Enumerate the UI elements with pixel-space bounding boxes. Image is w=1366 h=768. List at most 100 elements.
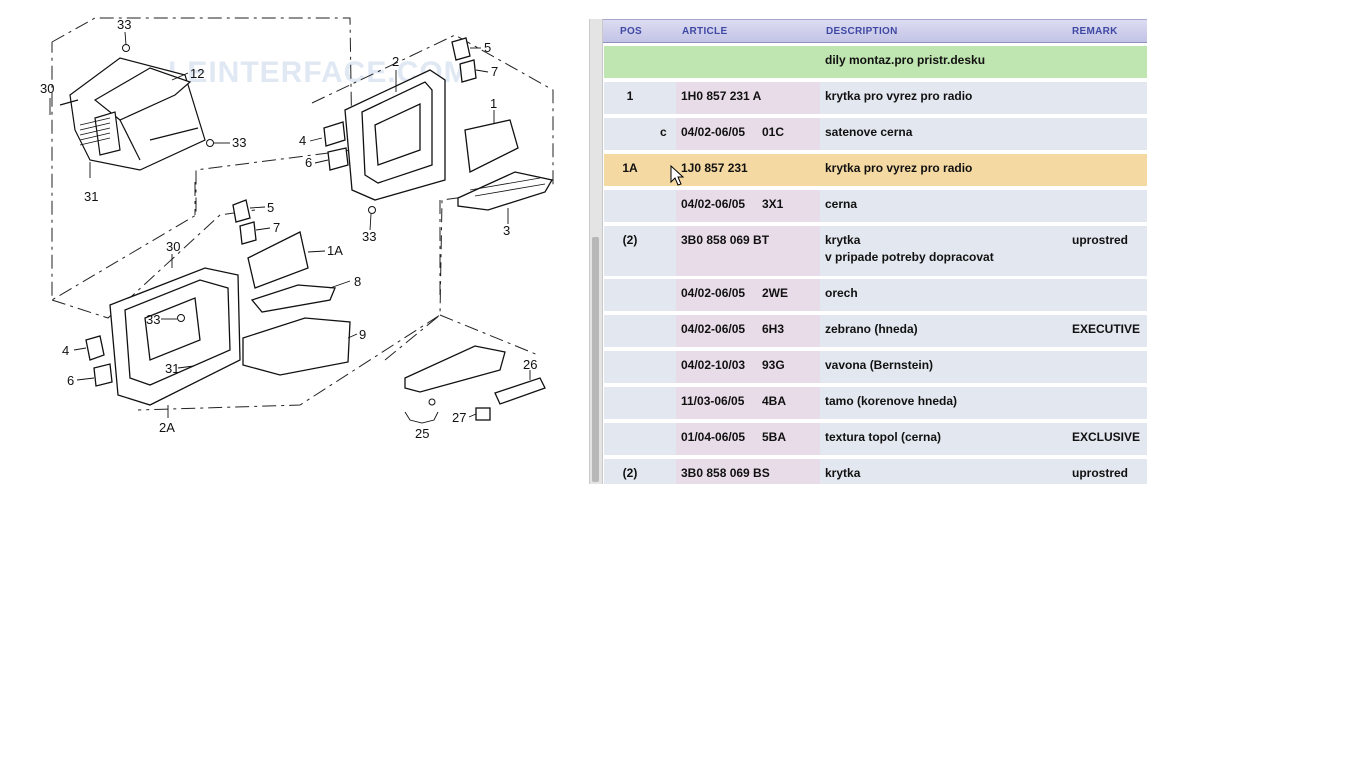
part-label: 5	[267, 200, 274, 215]
row-article: 11/03-06/05	[681, 394, 745, 408]
row-article: 1H0 857 231 A	[681, 89, 762, 103]
row-article: 3B0 858 069 BS	[681, 466, 770, 480]
row-article: 04/02-06/05	[681, 286, 746, 300]
row-code: 5BA	[762, 430, 787, 444]
part-label: 8	[354, 274, 361, 289]
table-row[interactable]: 04/02-06/05 2WE orech	[604, 279, 1147, 311]
part-label: 4	[299, 133, 306, 148]
row-description: cerna	[825, 197, 858, 211]
table-row[interactable]: 04/02-10/03 93G vavona (Bernstein)	[604, 351, 1147, 383]
article-column-bg	[676, 387, 820, 419]
part-label: 31	[165, 361, 179, 376]
table-scrollbar[interactable]	[589, 19, 603, 484]
row-description: orech	[825, 286, 858, 300]
part-label: 33	[146, 312, 160, 327]
part-label: 3	[503, 223, 510, 238]
table-section-row[interactable]: dily montaz.pro pristr.desku	[604, 46, 1147, 78]
table-row[interactable]: 01/04-06/05 5BA textura topol (cerna) EXCLU…	[604, 423, 1147, 455]
row-description: krytka pro vyrez pro radio	[825, 89, 973, 103]
part-label: 4	[62, 343, 69, 358]
row-code: 01C	[762, 125, 785, 139]
part-label: 9	[359, 327, 366, 342]
article-column-bg	[676, 82, 820, 114]
row-remark: EXECUTIVE	[1072, 322, 1141, 336]
row-article: 04/02-06/05	[681, 197, 746, 211]
row-remark: uprostred	[1072, 466, 1129, 480]
row-article: 04/02-10/03	[681, 358, 746, 372]
part-label: 27	[452, 410, 466, 425]
part-label: 7	[491, 64, 498, 79]
row-variant: c	[660, 125, 667, 139]
row-code: 2WE	[762, 286, 789, 300]
scrollbar-thumb[interactable]	[592, 237, 599, 482]
row-pos: 1	[626, 89, 634, 103]
part-label: 1A	[327, 243, 343, 258]
table-row[interactable]: (2) 3B0 858 069 BS krytka uprostred	[604, 459, 1147, 484]
parts-table: POS ARTICLE DESCRIPTION REMARK dily mont…	[603, 19, 1147, 484]
part-label: 25	[415, 426, 429, 441]
row-description-extra: v pripade potreby dopracovat	[825, 250, 994, 264]
header-description[interactable]: DESCRIPTION	[826, 26, 898, 37]
article-column-bg	[676, 351, 820, 383]
row-description: textura topol (cerna)	[825, 430, 942, 444]
row-article: 04/02-06/05	[681, 322, 746, 336]
table-header: POS ARTICLE DESCRIPTION REMARK	[603, 19, 1147, 43]
table-row[interactable]: 1A 1J0 857 231 krytka pro vyrez pro radio	[604, 154, 1147, 186]
table-row[interactable]: 1 1H0 857 231 A krytka pro vyrez pro radio	[604, 82, 1147, 114]
row-description: dily montaz.pro pristr.desku	[825, 53, 986, 67]
part-label: 33	[362, 229, 376, 244]
header-article[interactable]: ARTICLE	[682, 26, 728, 37]
row-pos: 1A	[622, 161, 638, 175]
row-pos: (2)	[622, 233, 638, 247]
row-code: 6H3	[762, 322, 785, 336]
row-code: 93G	[762, 358, 785, 372]
row-article: 3B0 858 069 BT	[681, 233, 770, 247]
article-column-bg	[676, 279, 820, 311]
row-code: 4BA	[762, 394, 787, 408]
part-label: 2A	[159, 420, 175, 435]
part-label: 1	[490, 96, 497, 111]
row-description: satenove cerna	[825, 125, 913, 139]
header-remark[interactable]: REMARK	[1072, 26, 1118, 37]
article-column-bg	[676, 315, 820, 347]
row-pos: (2)	[622, 466, 638, 480]
part-label: 30	[166, 239, 180, 254]
part-label: 2	[392, 54, 399, 69]
article-column-bg	[676, 118, 820, 150]
article-column-bg	[676, 423, 820, 455]
part-label: 6	[305, 155, 312, 170]
exploded-view-drawing: LEINTERFACE.COM	[40, 17, 554, 441]
part-label: 5	[484, 40, 491, 55]
row-code: 3X1	[762, 197, 784, 211]
article-column-bg	[676, 190, 820, 222]
part-label: 31	[84, 189, 98, 204]
part-label: 7	[273, 220, 280, 235]
part-label: 30	[40, 81, 54, 96]
table-row[interactable]: c 04/02-06/05 01C satenove cerna	[604, 118, 1147, 150]
part-label: 33	[232, 135, 246, 150]
part-label: 26	[523, 357, 537, 372]
table-row[interactable]: 04/02-06/05 6H3 zebrano (hneda) EXECUTIVE	[604, 315, 1147, 347]
parts-diagram[interactable]: LEINTERFACE.COM	[0, 0, 580, 490]
row-description: tamo (korenove hneda)	[825, 394, 958, 408]
part-label: 6	[67, 373, 74, 388]
arrow-pointer-icon	[670, 165, 684, 186]
table-row[interactable]: (2) 3B0 858 069 BT krytka v pripade potreby…	[604, 226, 1147, 276]
row-remark: uprostred	[1072, 233, 1129, 247]
article-column-bg	[676, 226, 820, 276]
part-label: 33	[117, 17, 131, 32]
row-remark: EXCLUSIVE	[1072, 430, 1141, 444]
row-description: vavona (Bernstein)	[825, 358, 934, 372]
row-article: 04/02-06/05	[681, 125, 746, 139]
table-row[interactable]: 11/03-06/05 4BA tamo (korenove hneda)	[604, 387, 1147, 419]
table-row[interactable]: 04/02-06/05 3X1 cerna	[604, 190, 1147, 222]
row-description: zebrano (hneda)	[825, 322, 918, 336]
article-column-bg	[676, 459, 820, 484]
row-description: krytka	[825, 233, 861, 247]
row-article: 1J0 857 231	[681, 161, 748, 175]
row-article: 01/04-06/05	[681, 430, 746, 444]
part-label: 12	[190, 66, 204, 81]
row-description: krytka pro vyrez pro radio	[825, 161, 973, 175]
header-pos[interactable]: POS	[620, 26, 643, 37]
row-description: krytka	[825, 466, 861, 480]
